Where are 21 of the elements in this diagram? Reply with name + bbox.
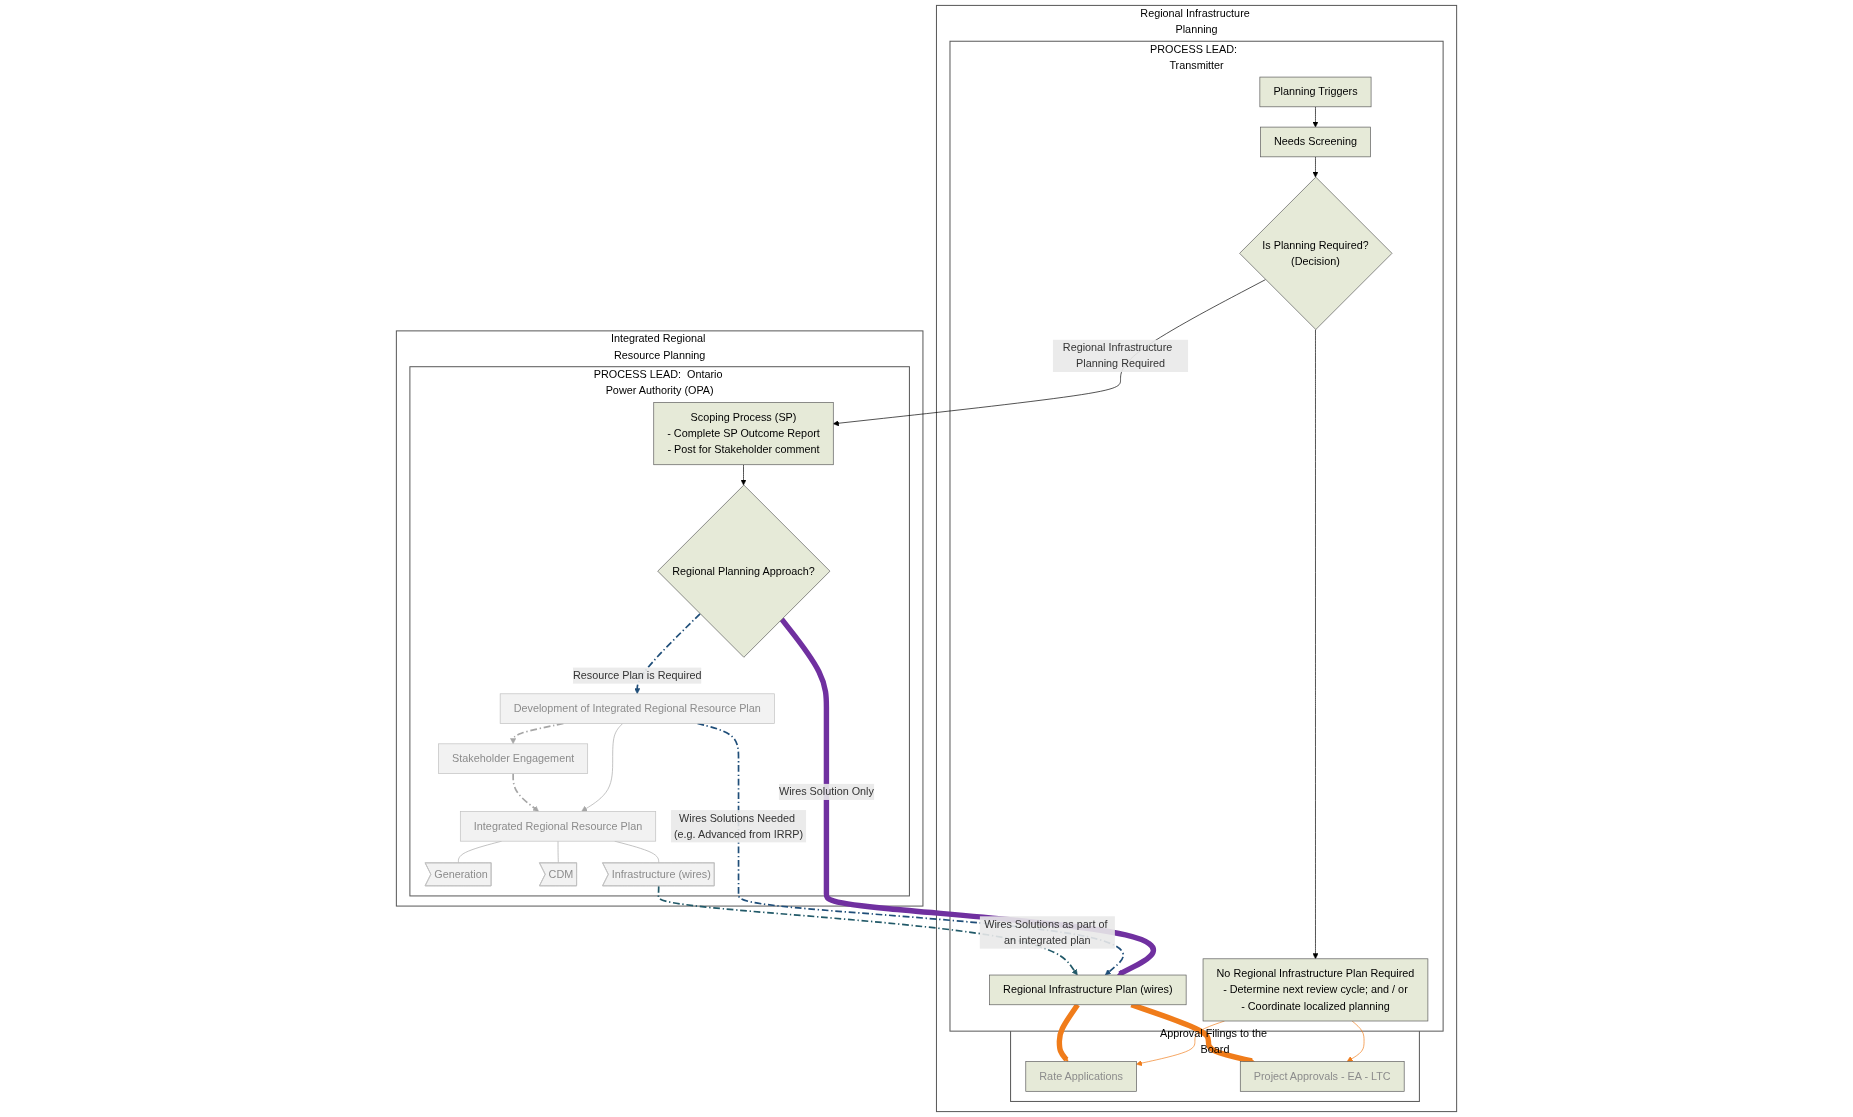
node-diamond: Regional Planning Approach? xyxy=(657,484,831,658)
node-box: Development of Integrated Regional Resource Plan xyxy=(499,693,775,724)
node-box: Integrated Regional Resource Plan xyxy=(459,811,657,842)
connector xyxy=(557,840,559,864)
edge-label: Wires Solutions Needed (e.g. Advanced from IRRP) xyxy=(673,812,804,840)
node-box: Planning Triggers xyxy=(1259,76,1372,108)
node-box: Stakeholder Engagement xyxy=(438,743,589,774)
node-box: Needs Screening xyxy=(1260,126,1371,158)
node-box: Project Approvals - EA - LTC xyxy=(1239,1061,1405,1092)
arrow xyxy=(1056,1003,1080,1062)
node-box: Rate Applications xyxy=(1025,1061,1137,1092)
edge-label: Wires Solutions as part of an integrated plan xyxy=(984,918,1108,946)
edge-label: Resource Plan is Required xyxy=(572,669,702,681)
edge-label: Regional Infrastructure Planning Required xyxy=(1062,341,1173,370)
node-box: Scoping Process (SP) - Complete SP Outcome Report - Post for Stakeholder comment xyxy=(653,402,834,466)
edge-label: Wires Solution Only xyxy=(778,785,874,798)
node-box: No Regional Infrastructure Plan Required - Determine next review cycle; and / or - Coordinate localized planning xyxy=(1202,958,1429,1022)
arrow xyxy=(512,772,539,812)
arrow xyxy=(634,613,701,695)
node-box: Regional Infrastructure Plan (wires) xyxy=(989,974,1187,1006)
node-diamond: Is Planning Required? (Decision) xyxy=(1239,176,1393,330)
